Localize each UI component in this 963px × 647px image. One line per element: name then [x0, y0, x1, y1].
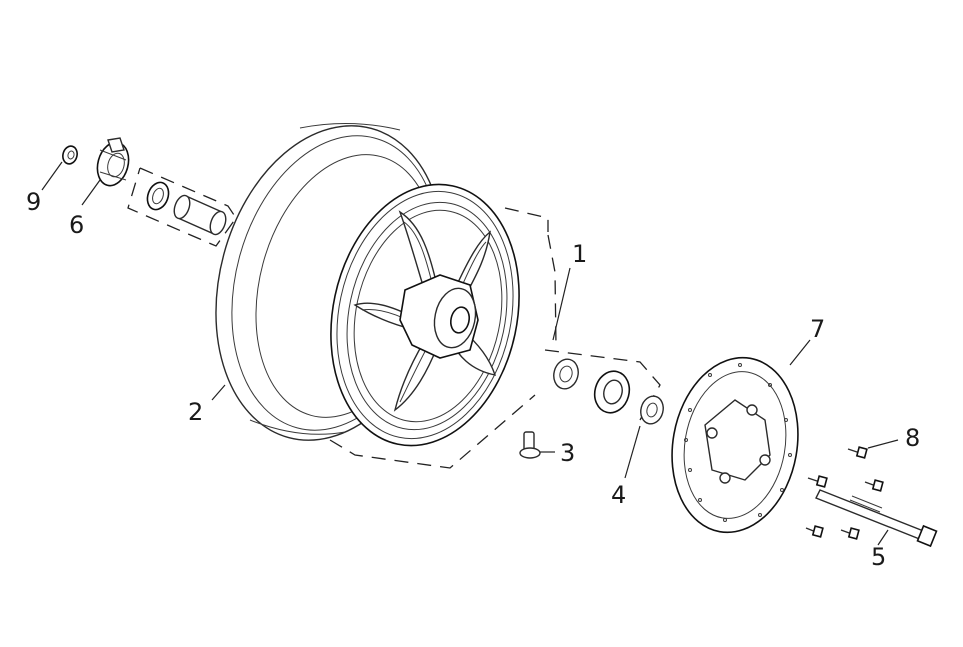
- front-axle: [815, 489, 938, 548]
- disc-bolt: [805, 525, 824, 538]
- callout-1: 1: [572, 240, 587, 268]
- left-spacer-set: [127, 167, 237, 247]
- disc-bolt: [864, 479, 884, 492]
- callout-5: 5: [871, 543, 886, 571]
- callout-2: 2: [188, 398, 203, 426]
- wheel-rim: [330, 183, 520, 447]
- callout-4: 4: [611, 481, 626, 509]
- leader-lines: [41, 161, 899, 546]
- brake-disc-holes: [684, 363, 792, 522]
- disc-bolt: [847, 446, 868, 459]
- callout-7: 7: [810, 315, 825, 343]
- speedometer-gear: [96, 137, 130, 187]
- right-bearing: [553, 358, 579, 390]
- callout-3: 3: [560, 439, 575, 467]
- tire-valve: [519, 431, 541, 459]
- callout-9: 9: [26, 188, 41, 216]
- callouts: 1 2 3 4 5 6 7 8 9: [26, 188, 920, 571]
- left-spacer-tube: [173, 194, 227, 236]
- callout-6: 6: [69, 211, 84, 239]
- disc-bolt: [807, 475, 828, 488]
- brake-disc: [671, 356, 799, 534]
- left-bearing: [146, 181, 170, 211]
- disc-bolts: [805, 446, 884, 540]
- oil-seal: [593, 370, 631, 414]
- right-spacer: [640, 395, 664, 425]
- wheel-hub: [399, 274, 479, 359]
- callout-8: 8: [905, 424, 920, 452]
- disc-bolt: [840, 527, 860, 540]
- axle-nut: [62, 145, 78, 165]
- right-spacer-set: [544, 349, 664, 425]
